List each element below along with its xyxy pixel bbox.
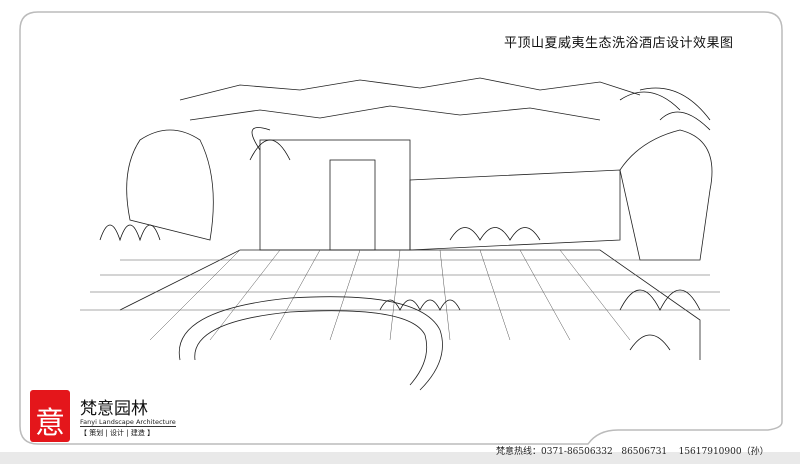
logo-seal: 意 <box>30 390 70 442</box>
drawing-title: 平顶山夏威夷生态洗浴酒店设计效果图 <box>504 36 734 51</box>
info-wall <box>409 169 621 251</box>
drawing-sheet: 平顶山夏威夷生态洗浴酒店设计效果图 意 梵意园林 Fanyi Landscape… <box>0 0 800 452</box>
seal-char: 意 <box>35 406 65 441</box>
pool-inner <box>194 310 428 386</box>
sheet-frame <box>19 11 783 445</box>
left-rock <box>126 129 214 241</box>
logo-tagline: 【 策划 | 设计 | 建造 】 <box>80 429 155 437</box>
logo-name: 梵意园林 <box>80 399 148 419</box>
right-rock <box>619 129 713 261</box>
mountain-ridge-2 <box>189 105 601 121</box>
paving-outline <box>119 249 701 360</box>
pool-outer <box>178 296 443 391</box>
hotline-text: 梵意热线：0371-86506332 86506731 15617910900（… <box>496 447 769 457</box>
plants <box>99 87 711 351</box>
logo-english: Fanyi Landscape Architecture <box>80 418 176 427</box>
gate-wall <box>259 139 411 251</box>
paving-grid <box>80 249 730 341</box>
gate-door <box>329 159 376 251</box>
mountain-ridge <box>179 77 641 101</box>
landscape-sketch <box>80 77 730 391</box>
